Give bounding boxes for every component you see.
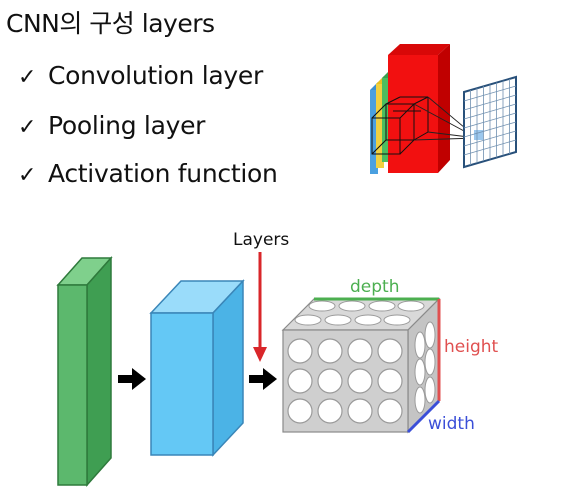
list-item-convolution: ✓ Convolution layer <box>18 60 263 94</box>
list-item-label: Convolution layer <box>48 61 263 90</box>
convolution-filter-icon <box>370 44 517 174</box>
list-item-label: Pooling layer <box>48 111 206 140</box>
list-item-label: Activation function <box>48 159 278 188</box>
layers-label: Layers <box>233 230 289 250</box>
depth-label: depth <box>350 277 399 297</box>
arrow-icon <box>249 368 277 390</box>
green-layer-block <box>56 256 113 487</box>
volume-cube <box>281 297 441 434</box>
check-icon: ✓ <box>18 65 37 90</box>
check-icon: ✓ <box>18 115 37 140</box>
height-label: height <box>444 337 499 357</box>
page-title: CNN의 구성 layers <box>6 9 215 38</box>
width-label: width <box>428 414 475 434</box>
arrow-icon <box>118 368 146 390</box>
list-item-pooling: ✓ Pooling layer <box>18 110 205 144</box>
check-icon: ✓ <box>18 163 37 188</box>
blue-layer-block <box>149 279 245 457</box>
width-edge <box>406 399 441 434</box>
list-item-activation: ✓ Activation function <box>18 158 278 192</box>
layers-pointer-arrow <box>253 252 267 362</box>
